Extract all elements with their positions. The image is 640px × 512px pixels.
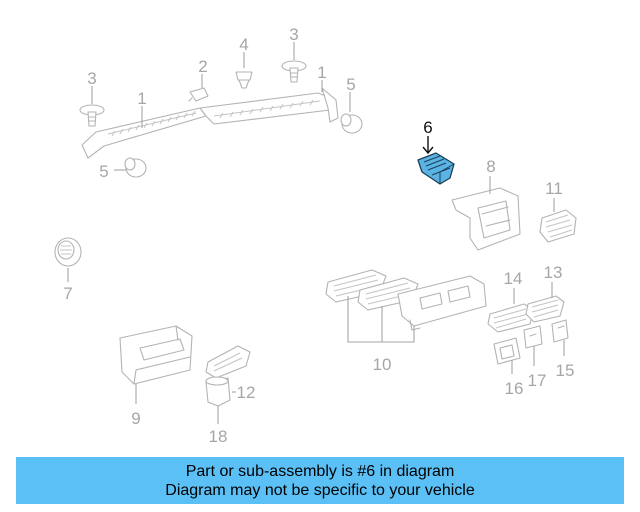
part-11-side-vent bbox=[539, 209, 577, 243]
callout-17: 17 bbox=[528, 371, 547, 390]
callout-8: 8 bbox=[486, 157, 495, 176]
callout-3: 3 bbox=[289, 25, 298, 44]
callout-labels: 3 1 2 4 3 1 5 5 6 8 11 7 10 14 13 15 16 … bbox=[63, 25, 574, 446]
part-2-clip bbox=[188, 87, 209, 102]
part-4-clip bbox=[235, 71, 253, 89]
part-7-knob bbox=[54, 237, 82, 267]
callout-2: 2 bbox=[198, 57, 207, 76]
parts-diagram: 3 1 2 4 3 1 5 5 6 8 11 7 10 14 13 15 16 … bbox=[54, 25, 577, 446]
part-8-center-panel bbox=[451, 187, 521, 251]
callout-15: 15 bbox=[556, 361, 575, 380]
callout-9: 9 bbox=[131, 409, 140, 428]
banner-line-part-number: Part or sub-assembly is #6 in diagram bbox=[185, 462, 455, 480]
part-3-push-clip-left bbox=[79, 104, 105, 127]
part-5-grommet-right bbox=[340, 113, 363, 134]
callout-5: 5 bbox=[346, 75, 355, 94]
callout-16: 16 bbox=[505, 379, 524, 398]
callout-4: 4 bbox=[239, 35, 248, 54]
part-16-switch-bezel bbox=[493, 337, 521, 365]
part-1-defroster-nozzle bbox=[81, 87, 339, 159]
part-9-vent-housing bbox=[119, 325, 193, 385]
callout-13: 13 bbox=[544, 263, 563, 282]
info-banner: Part or sub-assembly is #6 in diagram Di… bbox=[16, 457, 624, 504]
banner-line-disclaimer: Diagram may not be specific to your vehi… bbox=[165, 481, 475, 499]
part-17-switch bbox=[523, 325, 543, 349]
callout-14: 14 bbox=[504, 269, 523, 288]
part-10-vent-assembly bbox=[325, 269, 487, 331]
callout-1: 1 bbox=[137, 89, 146, 108]
callout-1: 1 bbox=[317, 63, 326, 82]
part-18-cup-holder bbox=[205, 376, 231, 407]
part-12-vent bbox=[205, 345, 251, 379]
callout-12: 12 bbox=[237, 383, 256, 402]
part-13-vent bbox=[525, 295, 565, 323]
callout-18: 18 bbox=[209, 427, 228, 446]
part-3-push-clip-right bbox=[281, 60, 307, 83]
leader-lines bbox=[67, 42, 565, 424]
callout-7: 7 bbox=[63, 284, 72, 303]
part-6-air-vent-highlighted bbox=[417, 152, 455, 185]
callout-5: 5 bbox=[99, 162, 108, 181]
part-15-clip bbox=[551, 319, 569, 343]
part-14-vent bbox=[487, 303, 535, 333]
callout-11: 11 bbox=[545, 179, 563, 198]
callout-10: 10 bbox=[373, 355, 392, 374]
part-5-grommet-left bbox=[124, 157, 147, 178]
callout-3: 3 bbox=[87, 69, 96, 88]
callout-6: 6 bbox=[423, 118, 432, 137]
